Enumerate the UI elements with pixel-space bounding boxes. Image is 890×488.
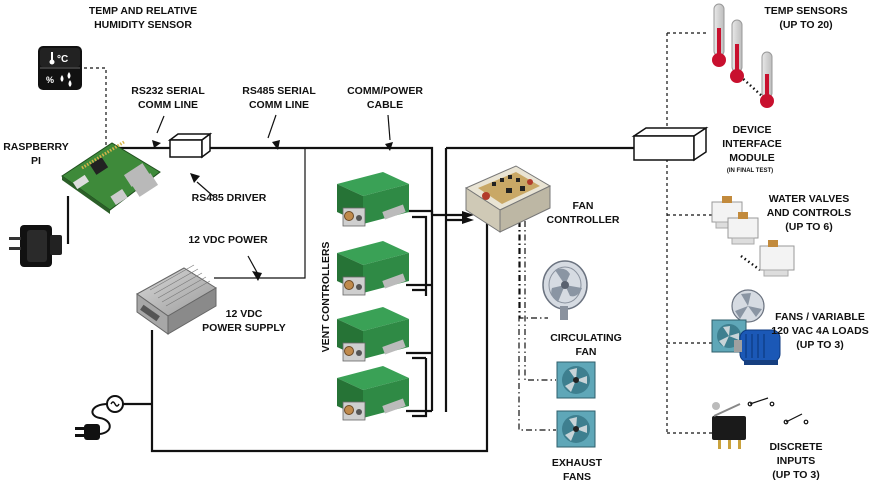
sensor-percent-text: % <box>46 75 54 85</box>
fan-controller-icon <box>464 165 552 233</box>
label-fan-controller-1: FAN <box>573 200 594 212</box>
label-power-supply-2: POWER SUPPLY <box>202 322 286 334</box>
thermometer-icon <box>712 3 726 67</box>
sensor-unit-text: °C <box>57 54 68 65</box>
label-temp-sensors-1: TEMP SENSORS <box>764 5 847 17</box>
label-water-valves-3: (UP TO 6) <box>785 221 832 233</box>
vent-controller-icon <box>337 172 409 227</box>
thermometer-icon <box>730 19 744 83</box>
power-supply-icon <box>136 264 217 335</box>
wiring <box>66 32 763 453</box>
electric-motor-icon <box>734 329 781 365</box>
diagram-labels: TEMP AND RELATIVE HUMIDITY SENSOR RS232 … <box>3 5 869 483</box>
label-comm-power-1: COMM/POWER <box>347 85 423 97</box>
label-water-valves-1: WATER VALVES <box>769 193 850 205</box>
pedestal-fan-icon <box>731 289 765 323</box>
raspberry-pi-board-icon <box>61 140 161 214</box>
exhaust-fan-icon <box>556 410 596 448</box>
vent-controllers <box>337 172 409 421</box>
arrow-heads <box>152 140 474 281</box>
label-discrete-inputs-1: DISCRETE <box>769 441 822 453</box>
label-temp-humidity-2: HUMIDITY SENSOR <box>94 19 192 31</box>
label-rs485-driver: RS485 DRIVER <box>192 192 267 204</box>
vent-controller-icon <box>337 366 409 421</box>
label-discrete-inputs-2: INPUTS <box>777 455 816 467</box>
water-valve-icon <box>759 240 795 277</box>
label-circulating-fan-1: CIRCULATING <box>550 332 622 344</box>
humidity-sensor-icon: °C % <box>38 46 82 90</box>
label-exhaust-fans-2: FANS <box>563 471 591 483</box>
circulating-fan-icon <box>542 260 588 320</box>
label-fans-loads-3: (UP TO 3) <box>796 339 843 351</box>
label-device-interface-1: DEVICE <box>732 124 771 136</box>
label-device-interface-3: MODULE <box>729 152 775 164</box>
label-temp-sensors-2: (UP TO 20) <box>779 19 832 31</box>
arrow-icon <box>272 140 280 150</box>
wall-adapter-icon <box>9 225 62 267</box>
label-rs485-2: COMM LINE <box>249 99 309 111</box>
label-device-interface-2: INTERFACE <box>722 138 782 150</box>
label-temp-humidity-1: TEMP AND RELATIVE <box>89 5 197 17</box>
label-raspberry-pi-1: RASPBERRY <box>3 141 69 153</box>
arrow-icon <box>385 142 393 151</box>
micro-switch-icon <box>712 402 746 449</box>
exhaust-fan-icon <box>556 361 596 399</box>
label-circulating-fan-2: FAN <box>576 346 597 358</box>
vent-controller-icon <box>337 241 409 296</box>
label-raspberry-pi-2: PI <box>31 155 41 167</box>
arrow-icon <box>190 173 200 183</box>
label-rs485-1: RS485 SERIAL <box>242 85 316 97</box>
label-rs232-1: RS232 SERIAL <box>131 85 205 97</box>
vent-controller-icon <box>337 307 409 362</box>
device-interface-module-icon <box>631 126 709 162</box>
label-final-test: (IN FINAL TEST) <box>727 168 773 174</box>
switch-symbol-icon <box>747 397 809 425</box>
label-12vdc-power: 12 VDC POWER <box>188 234 268 246</box>
label-comm-power-2: CABLE <box>367 99 403 111</box>
water-valve-icon <box>727 212 759 245</box>
label-fans-loads-1: FANS / VARIABLE <box>775 311 865 323</box>
label-rs232-2: COMM LINE <box>138 99 198 111</box>
rs485-driver-icon <box>167 132 213 159</box>
label-power-supply-1: 12 VDC <box>226 308 263 320</box>
label-vent-controllers: VENT CONTROLLERS <box>320 242 332 353</box>
mains-plug-icon <box>75 395 124 440</box>
label-fans-loads-2: 120 VAC 4A LOADS <box>771 325 868 337</box>
label-fan-controller-2: CONTROLLER <box>547 214 620 226</box>
arrow-icon <box>252 271 262 281</box>
arrow-icon <box>152 140 161 148</box>
arrow-icon <box>462 216 474 224</box>
label-water-valves-2: AND CONTROLS <box>767 207 852 219</box>
label-exhaust-fans-1: EXHAUST <box>552 457 603 469</box>
label-discrete-inputs-3: (UP TO 3) <box>772 469 819 481</box>
thermometer-icon <box>760 51 774 108</box>
